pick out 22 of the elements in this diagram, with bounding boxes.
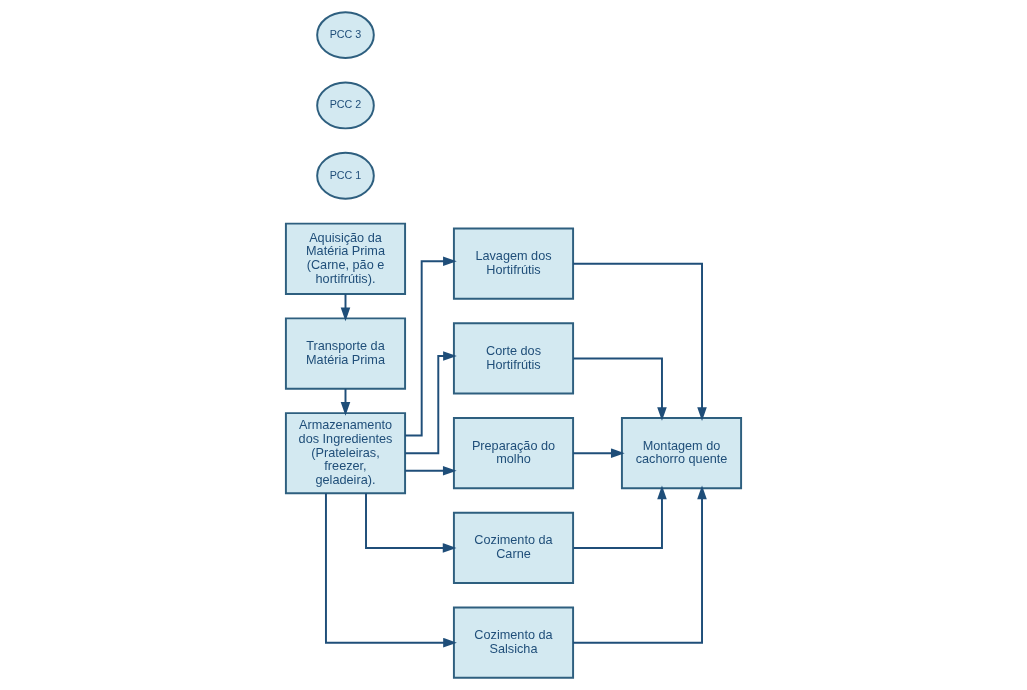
node-box: Cozimento da Carne	[452, 511, 575, 585]
arrow	[572, 485, 667, 549]
node-box: Preparação do molho	[452, 417, 575, 490]
arrow	[404, 465, 457, 476]
arrow	[572, 485, 707, 644]
node-ellipse: PCC 3	[316, 11, 375, 60]
node-ellipse: PCC 2	[316, 81, 375, 130]
arrow	[572, 262, 707, 421]
arrow	[404, 351, 457, 455]
node-box: Aquisição da Matéria Prima (Carne, pão e hortifrútis).	[284, 222, 407, 295]
node-box: Corte dos Hortifrútis	[452, 322, 575, 395]
node-box: Armazenamento dos Ingredientes (Prateleiras, freezer, geladeira).	[284, 412, 407, 495]
node-box: Lavagem dos Hortifrútis	[452, 227, 575, 300]
arrow	[404, 256, 457, 437]
node-ellipse: PCC 1	[316, 151, 375, 200]
arrow	[572, 357, 667, 421]
node-box: Cozimento da Salsicha	[452, 606, 575, 679]
node-box: Montagem do cachorro quente	[620, 417, 743, 490]
arrow	[325, 492, 457, 648]
arrow	[365, 492, 457, 553]
node-box: Transporte da Matéria Prima	[284, 317, 407, 390]
arrow	[572, 448, 625, 458]
